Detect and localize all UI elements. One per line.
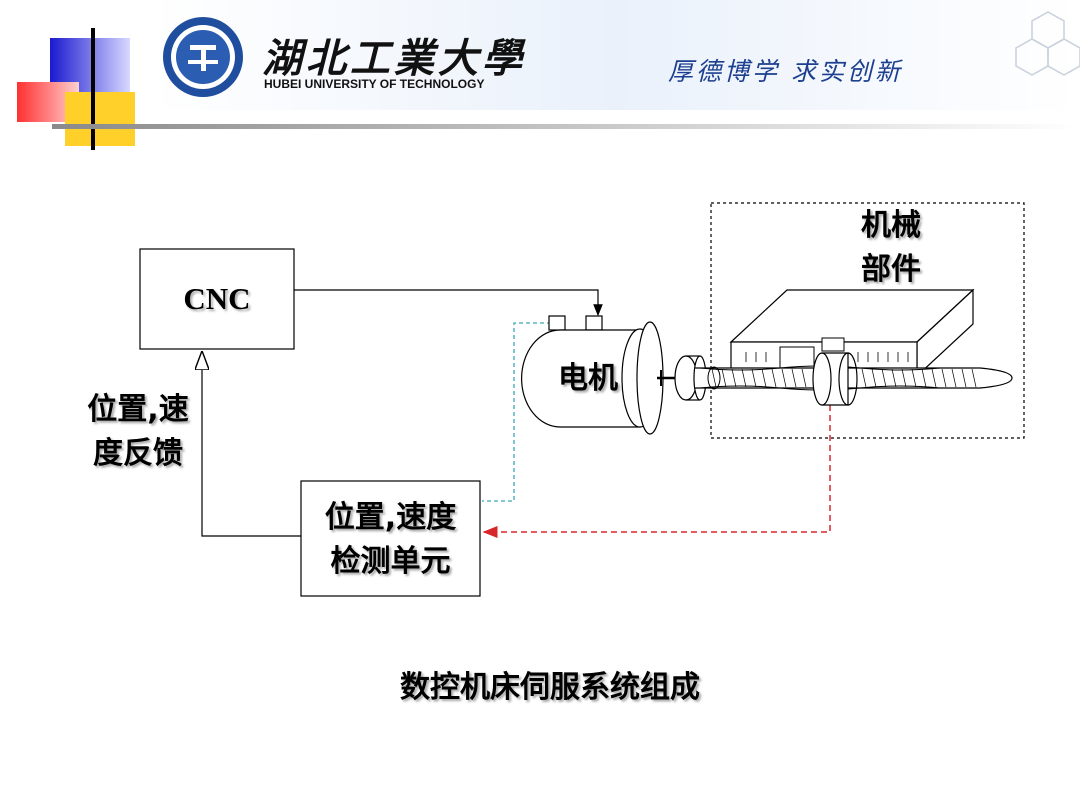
university-motto: 厚德博学 求实创新	[668, 57, 903, 86]
mechanical-label-line1: 机械	[861, 208, 921, 243]
screw-nut	[812, 352, 858, 406]
command-line	[294, 289, 603, 317]
worktable	[729, 288, 975, 378]
corner-squares	[17, 28, 135, 150]
motor	[521, 315, 707, 435]
header-decoration	[17, 0, 1080, 150]
detector-box	[300, 480, 481, 597]
detector-label-line2: 检测单元	[330, 544, 451, 579]
feedback-line	[202, 352, 301, 537]
feedback-label-line1: 位置,速	[87, 392, 189, 427]
detector-label-line1: 位置,速度	[324, 500, 457, 535]
ball-screw	[695, 365, 1013, 391]
slide-caption: 数控机床伺服系统组成	[400, 670, 700, 705]
cnc-label: CNC	[183, 281, 251, 316]
feedback-label-line2: 度反馈	[93, 436, 183, 471]
university-name-cn: 湖北工業大學	[262, 35, 526, 82]
cnc-box	[139, 248, 295, 350]
university-seal	[163, 17, 243, 97]
hexagon-decoration	[1015, 11, 1080, 76]
position-signal-line	[482, 405, 831, 538]
header-rule	[52, 124, 1080, 129]
slide-header: 湖北工業大學 HUBEI UNIVERSITY OF TECHNOLOGY 厚德…	[0, 0, 1080, 150]
encoder-signal-line	[482, 322, 558, 502]
university-name-en: HUBEI UNIVERSITY OF TECHNOLOGY	[264, 77, 485, 91]
mechanical-label-line2: 部件	[861, 252, 921, 287]
mechanical-boundary	[710, 202, 1025, 439]
motor-label: 电机	[558, 361, 618, 396]
